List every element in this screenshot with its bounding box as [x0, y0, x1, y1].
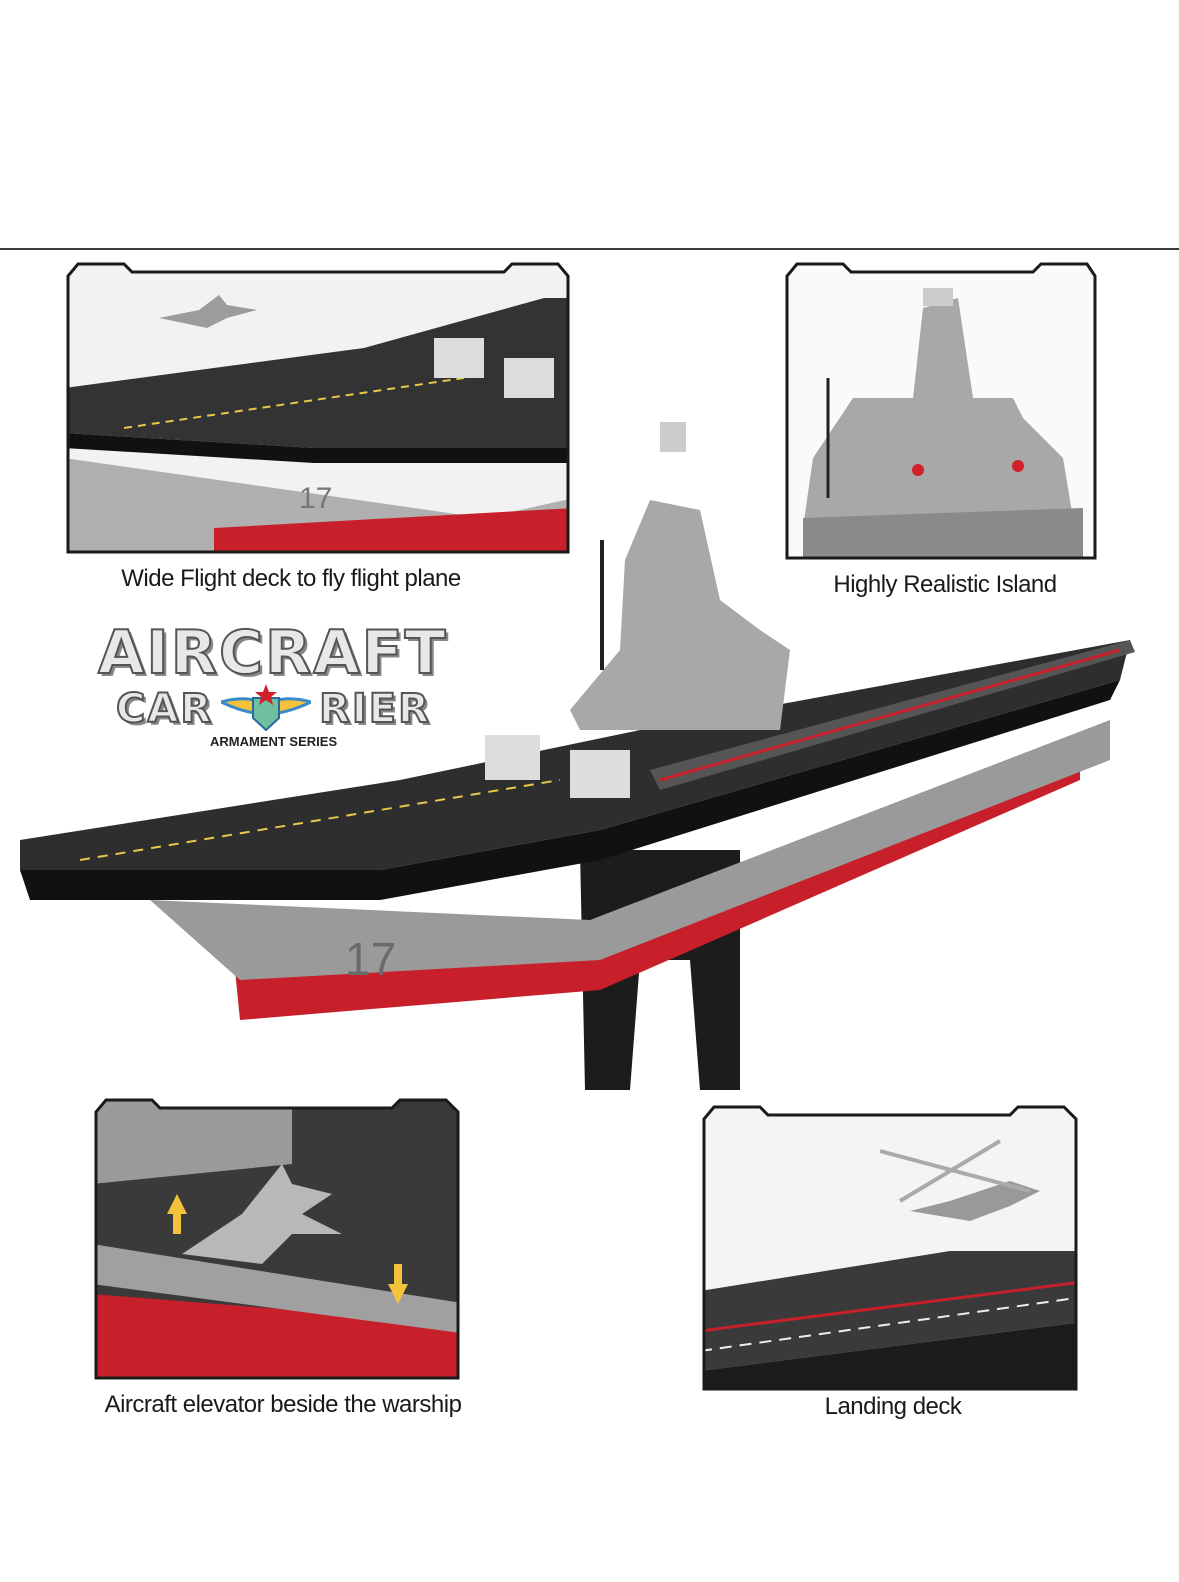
hull-number: 17 [299, 482, 332, 515]
logo-line2-right: RIER [318, 685, 431, 733]
caption-landing-deck: Landing deck [824, 1393, 962, 1420]
wings-emblem-icon [221, 684, 312, 732]
island-panel [785, 262, 1097, 560]
caption-flight-deck: Wide Flight deck to fly flight plane [121, 565, 461, 592]
arrow-up-icon [167, 1194, 187, 1234]
hull-number-large: 17 [345, 933, 396, 985]
arrow-down-icon [388, 1264, 408, 1304]
divider-line [0, 248, 1179, 250]
caption-island: Highly Realistic Island [833, 571, 1057, 598]
landing-deck-panel [702, 1105, 1078, 1391]
jet-icon [182, 1164, 342, 1264]
island-superstructure [570, 500, 790, 730]
logo-line1: AIRCRAFT [97, 618, 448, 688]
caption-elevator: Aircraft elevator beside the warship [104, 1391, 462, 1418]
helicopter-icon [910, 1181, 1040, 1221]
aircraft-carrier-logo: AIRCRAFT CAR RIER ARMAMENT SERIES [97, 618, 468, 749]
logo-subtitle: ARMAMENT SERIES [210, 734, 338, 749]
flight-deck-panel: 17 [66, 262, 570, 554]
aircraft-carrier-model: 17 [20, 422, 1135, 1090]
elevator-panel [94, 1098, 460, 1380]
logo-line2-left: CAR [115, 685, 214, 733]
